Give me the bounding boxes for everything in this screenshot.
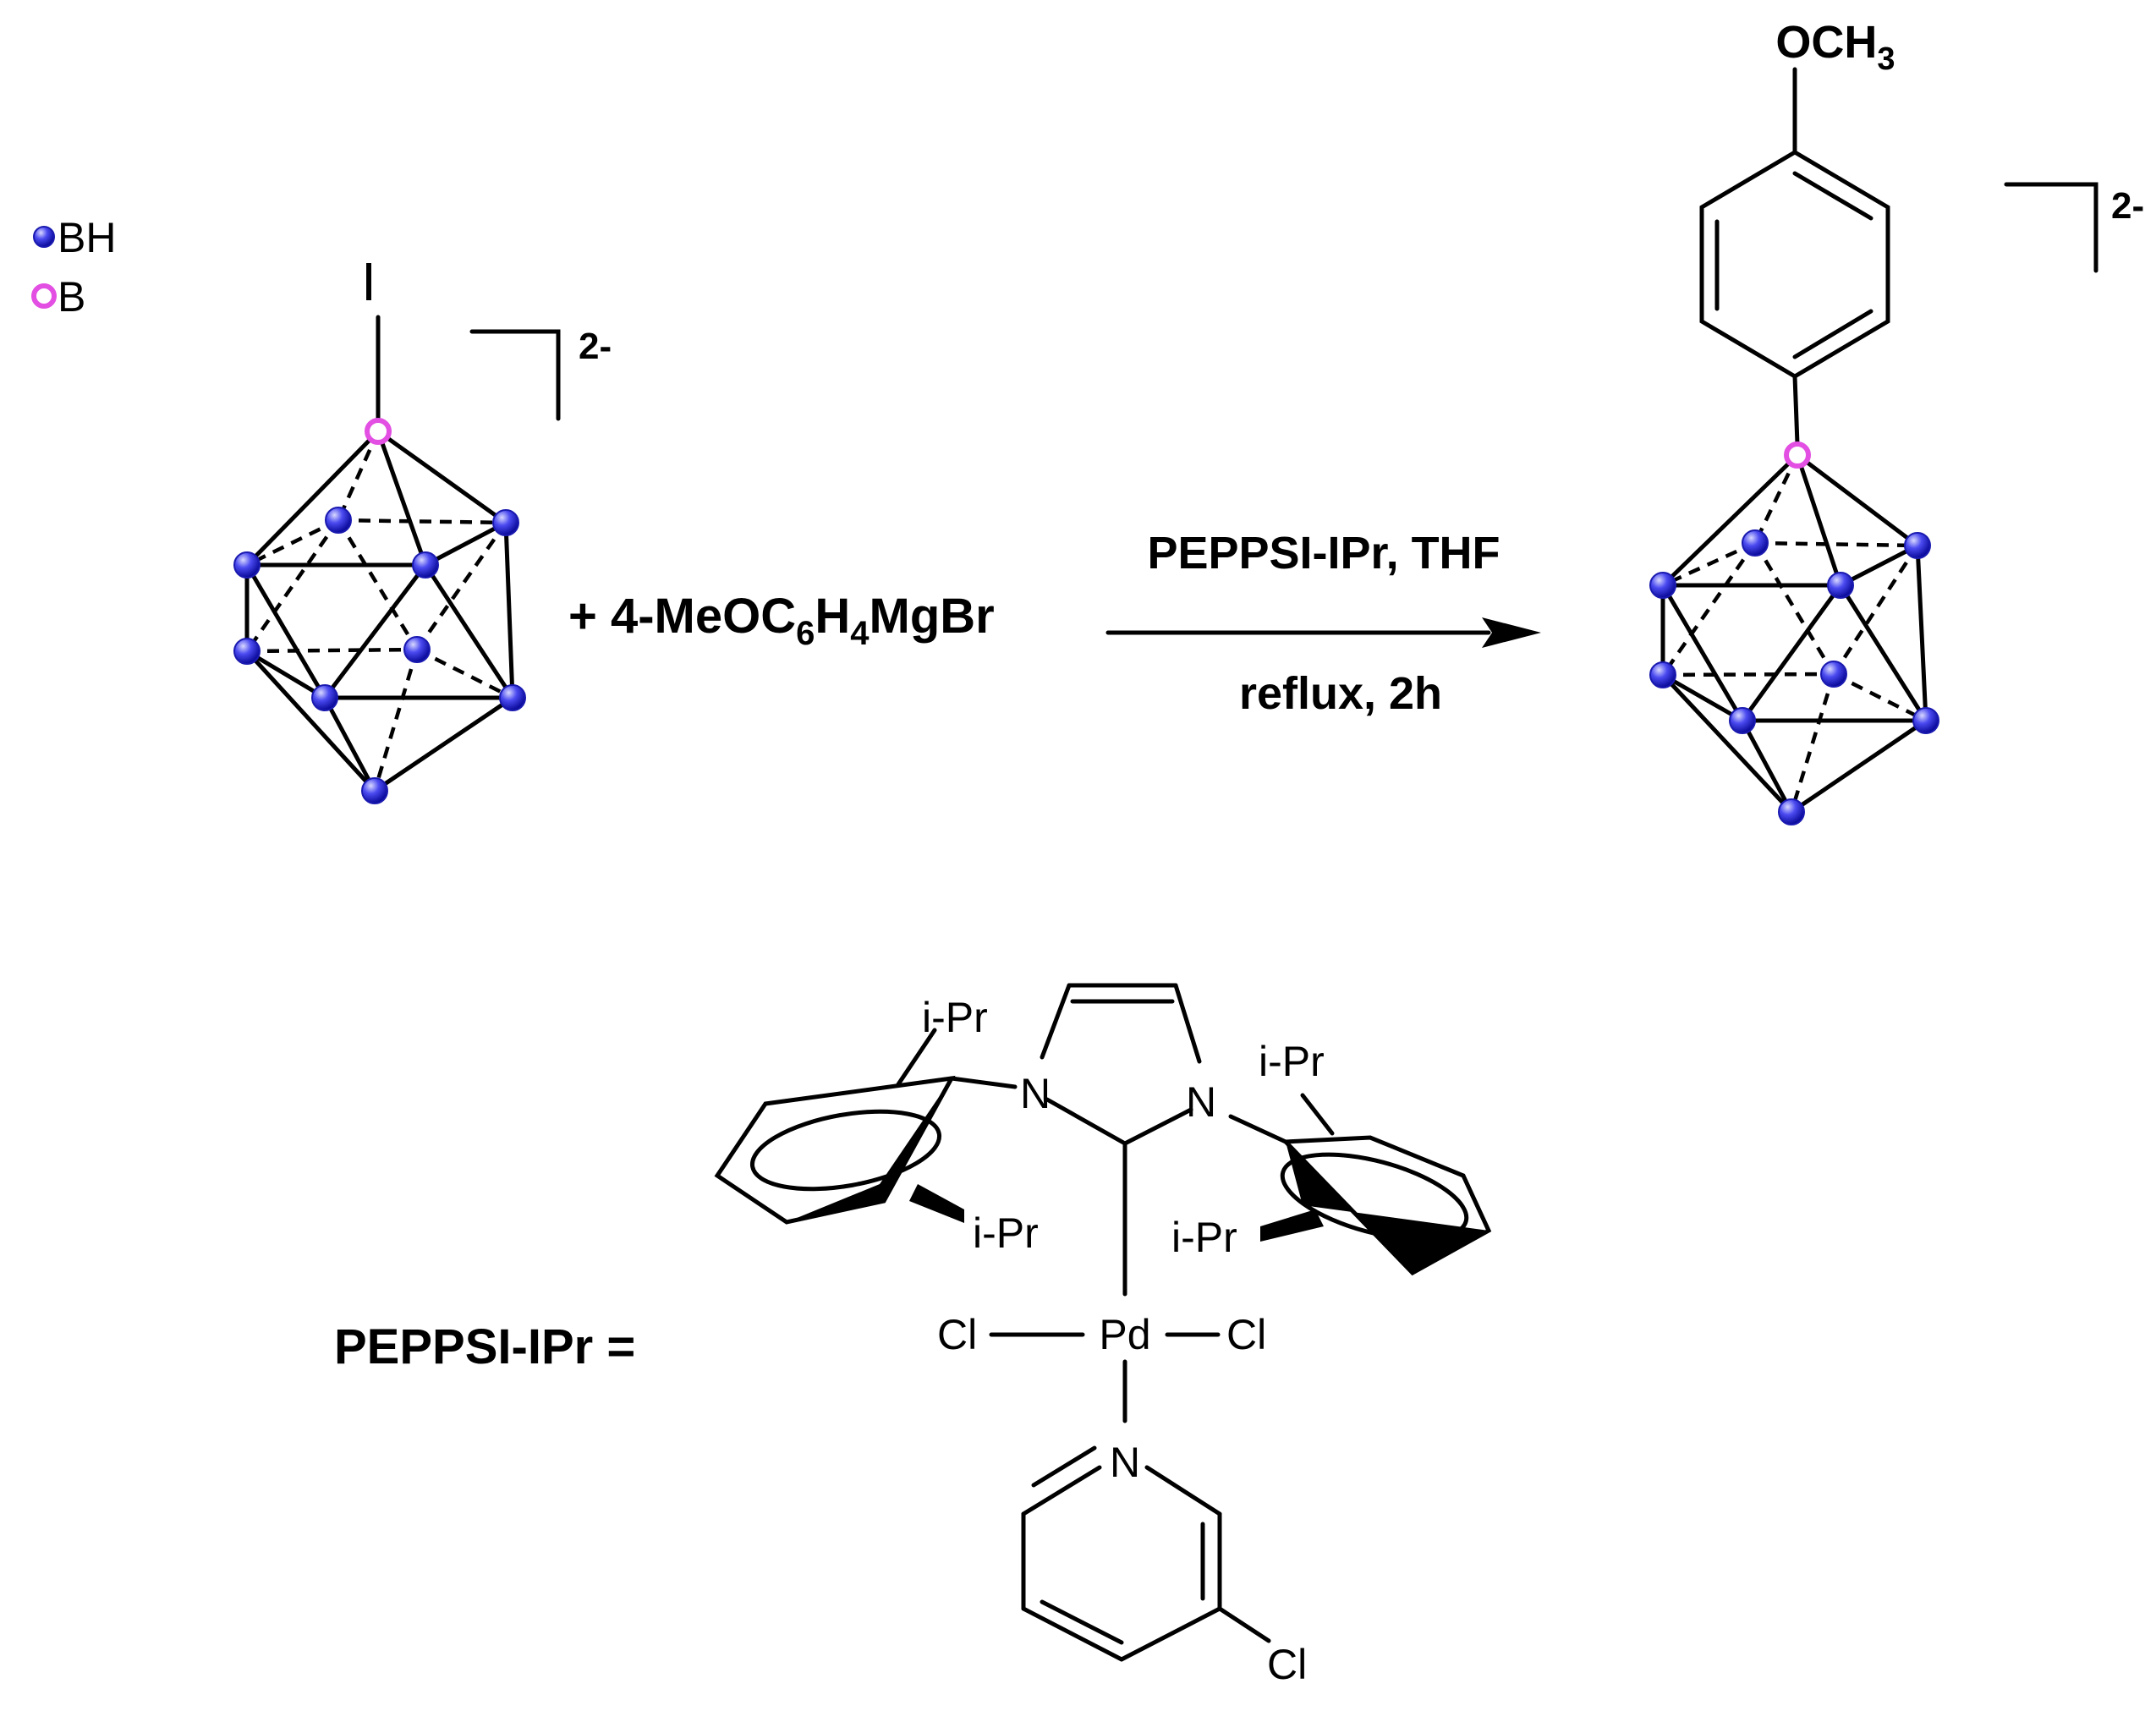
bh-vertex (1649, 572, 1676, 599)
nhc-n-right: N (1186, 1078, 1216, 1126)
reactant-b-vertex (365, 418, 392, 445)
ipr-label-3: i-Pr (1259, 1038, 1325, 1085)
reactant-charge: 2- (579, 326, 612, 367)
product-cage-solid (1660, 452, 1928, 814)
reactant-vertices (233, 418, 526, 804)
product-charge: 2- (2111, 185, 2144, 227)
grignard-reagent: + 4-MeOC6H4MgBr (568, 589, 995, 652)
bh-vertex (403, 636, 431, 663)
legend-bh-marker (33, 226, 55, 248)
nhc-n-left: N (1020, 1070, 1051, 1117)
reaction-arrow: PEPPSI-IPr, THF reflux, 2h (1105, 528, 1541, 719)
arrow-conditions-above: PEPPSI-IPr, THF (1147, 528, 1500, 579)
bh-vertex (1912, 707, 1939, 734)
product: OCH3 2- (1649, 17, 2144, 825)
bh-vertex (311, 684, 338, 711)
methoxy-label: OCH3 (1775, 17, 1895, 77)
ipr-label-2: i-Pr (973, 1209, 1039, 1257)
ipr-label-4: i-Pr (1171, 1214, 1237, 1261)
bh-vertex (1778, 798, 1805, 825)
pd-center: Pd Cl Cl (937, 1311, 1266, 1423)
bh-vertex (492, 509, 519, 536)
bh-vertex (1820, 661, 1847, 688)
arrow-conditions-below: reflux, 2h (1239, 668, 1442, 719)
reactant-charge-bracket: 2- (469, 326, 612, 421)
bh-vertex (361, 777, 388, 804)
nhc-ring: N N (1020, 983, 1216, 1146)
reactant-cluster: I 2- (233, 251, 612, 804)
cl-left: Cl (937, 1311, 977, 1358)
bh-vertex (325, 507, 352, 534)
legend-b-marker (31, 283, 57, 309)
bh-vertex (499, 684, 526, 711)
bh-vertex (1729, 707, 1756, 734)
ipr-label-1: i-Pr (922, 994, 988, 1041)
catalyst-label: PEPPSI-IPr = (334, 1319, 635, 1374)
left-aryl: i-Pr i-Pr (714, 994, 1039, 1257)
bh-vertex (1649, 661, 1676, 688)
pyridine-n: N (1110, 1439, 1140, 1486)
legend-bh-label: BH (58, 214, 116, 261)
product-vertices (1649, 441, 1939, 825)
product-cage-dashed (1661, 454, 1928, 813)
anisyl-ring (1699, 150, 1890, 379)
iodine-label: I (361, 251, 376, 312)
peppsi-ipr-structure: PEPPSI-IPr = N N i-Pr i-Pr (334, 983, 1492, 1688)
cl-right: Cl (1226, 1311, 1266, 1358)
chloropyridine: N Cl (1021, 1439, 1307, 1688)
product-charge-bracket: 2- (2004, 182, 2144, 273)
pyridine-cl: Cl (1267, 1641, 1307, 1688)
bh-vertex (233, 551, 261, 579)
reactant-cage-dashed (245, 430, 514, 792)
bh-vertex (1742, 529, 1769, 557)
legend-b-label: B (58, 273, 85, 321)
pd-atom: Pd (1099, 1311, 1150, 1358)
legend: BH B (31, 214, 116, 321)
reactant-cage-solid (244, 429, 515, 793)
product-b-vertex (1784, 441, 1811, 469)
bh-vertex (412, 551, 439, 579)
right-aryl: i-Pr i-Pr (1171, 1038, 1492, 1276)
bh-vertex (1827, 572, 1854, 599)
bh-vertex (1904, 532, 1931, 559)
bh-vertex (233, 638, 261, 665)
